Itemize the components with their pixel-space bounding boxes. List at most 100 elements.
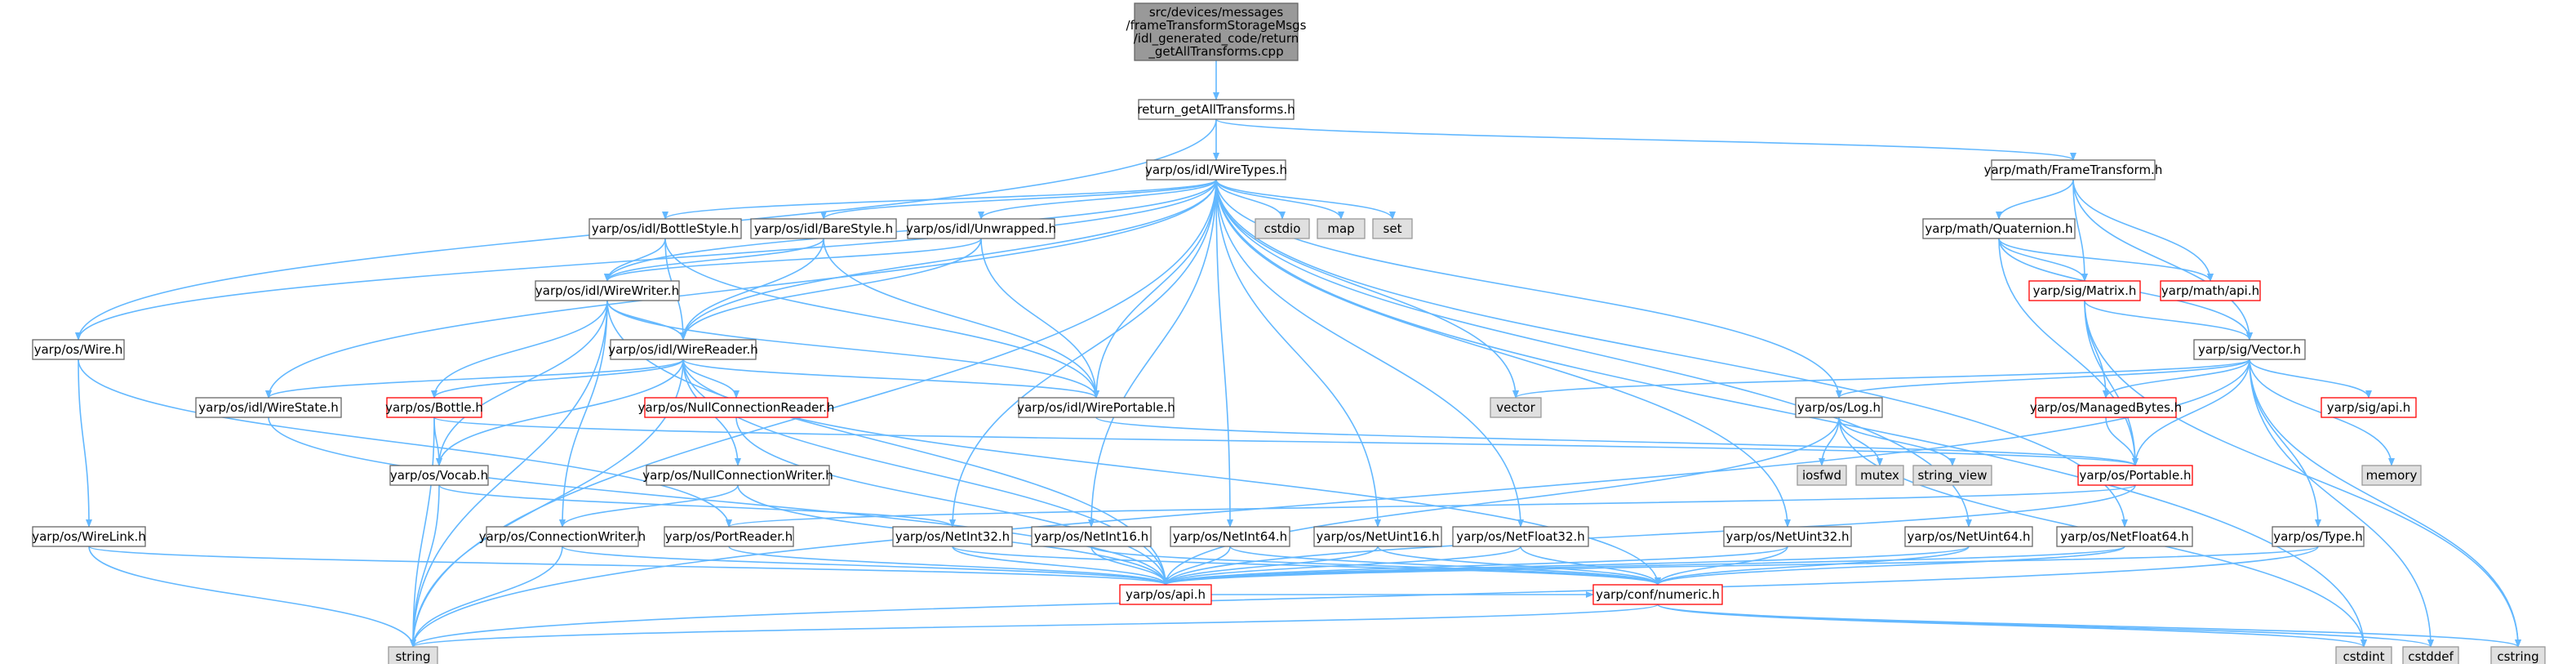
node-wirelink[interactable]: yarp/os/WireLink.h bbox=[32, 526, 146, 547]
node-box bbox=[2193, 339, 2306, 360]
node-box bbox=[1904, 526, 2033, 547]
node-wstate[interactable]: yarp/os/idl/WireState.h bbox=[195, 397, 342, 418]
edge-numeric-to-cstddef bbox=[1657, 604, 2434, 648]
node-label: set bbox=[1383, 221, 1402, 236]
node-managed[interactable]: yarp/os/ManagedBytes.h bbox=[2030, 397, 2182, 418]
node-connwriter[interactable]: yarp/os/ConnectionWriter.h bbox=[479, 526, 646, 547]
node-wwriter[interactable]: yarp/os/idl/WireWriter.h bbox=[535, 280, 680, 301]
edge-log-to-iosfwd bbox=[1819, 417, 1840, 466]
node-box bbox=[1592, 584, 1723, 605]
node-bottlestyle[interactable]: yarp/os/idl/BottleStyle.h bbox=[588, 218, 742, 239]
edge-wreader-to-ncreader bbox=[682, 359, 739, 399]
node-string: string bbox=[388, 646, 438, 664]
edge-managed-to-portable bbox=[2105, 417, 2139, 466]
edge-vocab-to-string bbox=[410, 484, 440, 648]
node-label: yarp/math/api.h bbox=[2161, 283, 2259, 298]
node-vocab[interactable]: yarp/os/Vocab.h bbox=[389, 465, 489, 486]
node-quat[interactable]: yarp/math/Quaternion.h bbox=[1922, 218, 2076, 239]
edge-matrix-to-portable bbox=[2084, 300, 2139, 466]
node-netfloat32[interactable]: yarp/os/NetFloat32.h bbox=[1452, 526, 1589, 547]
node-string_view: string_view bbox=[1912, 465, 1992, 486]
node-matrix[interactable]: yarp/sig/Matrix.h bbox=[2028, 280, 2141, 301]
node-box bbox=[1119, 584, 1212, 605]
node-netuint32[interactable]: yarp/os/NetUint32.h bbox=[1723, 526, 1852, 547]
node-label: yarp/sig/Matrix.h bbox=[2033, 283, 2137, 298]
node-log[interactable]: yarp/os/Log.h bbox=[1795, 397, 1883, 418]
node-osapi[interactable]: yarp/os/api.h bbox=[1119, 584, 1212, 605]
node-label: yarp/sig/api.h bbox=[2327, 400, 2411, 415]
node-label: yarp/os/Type.h bbox=[2273, 529, 2363, 544]
node-wt[interactable]: yarp/os/idl/WireTypes.h bbox=[1145, 159, 1287, 180]
node-label: yarp/math/FrameTransform.h bbox=[1984, 163, 2163, 177]
node-map: map bbox=[1317, 218, 1366, 239]
edge-vector-to-stdvector bbox=[1512, 359, 2250, 399]
node-wreader[interactable]: yarp/os/idl/WireReader.h bbox=[608, 339, 758, 360]
node-netuint64[interactable]: yarp/os/NetUint64.h bbox=[1904, 526, 2033, 547]
node-label: yarp/os/ConnectionWriter.h bbox=[479, 529, 646, 544]
node-wire[interactable]: yarp/os/Wire.h bbox=[32, 339, 125, 360]
node-label: yarp/os/Log.h bbox=[1797, 400, 1881, 415]
node-mathapi[interactable]: yarp/math/api.h bbox=[2160, 280, 2261, 301]
edge-netint64-to-numeric bbox=[1229, 546, 1661, 586]
edge-unwrapped-to-wreader bbox=[680, 238, 982, 341]
node-box bbox=[664, 526, 794, 547]
node-label: yarp/os/idl/Unwrapped.h bbox=[906, 221, 1056, 236]
node-label: yarp/os/NetInt32.h bbox=[895, 529, 1010, 544]
edge-unwrapped-to-wwriter bbox=[604, 238, 982, 282]
edge-wt-to-stdvector bbox=[1215, 179, 1519, 399]
node-vector[interactable]: yarp/sig/Vector.h bbox=[2193, 339, 2306, 360]
edge-netfloat64-to-numeric bbox=[1654, 546, 2125, 586]
node-ncwriter[interactable]: yarp/os/NullConnectionWriter.h bbox=[642, 465, 833, 486]
edge-log-to-osapi bbox=[1162, 417, 1840, 586]
node-label: yarp/os/NetInt64.h bbox=[1173, 529, 1287, 544]
node-box bbox=[610, 339, 757, 360]
node-portable[interactable]: yarp/os/Portable.h bbox=[2077, 465, 2193, 486]
edge-wt-to-wire bbox=[75, 179, 1217, 341]
node-numeric[interactable]: yarp/conf/numeric.h bbox=[1592, 584, 1723, 605]
node-box bbox=[1170, 526, 1290, 547]
edge-bottle-to-portable bbox=[433, 417, 2139, 466]
edge-wt-to-wreader bbox=[680, 179, 1217, 341]
node-label: yarp/conf/numeric.h bbox=[1596, 587, 1720, 602]
node-box bbox=[1146, 159, 1286, 180]
node-netint32[interactable]: yarp/os/NetInt32.h bbox=[892, 526, 1013, 547]
node-ncreader[interactable]: yarp/os/NullConnectionReader.h bbox=[638, 397, 835, 418]
node-box bbox=[2335, 646, 2392, 664]
node-box bbox=[2077, 465, 2193, 486]
node-type[interactable]: yarp/os/Type.h bbox=[2272, 526, 2365, 547]
node-ft[interactable]: yarp/math/FrameTransform.h bbox=[1984, 159, 2163, 180]
edge-vocab-to-netint32 bbox=[438, 484, 956, 528]
node-netint16[interactable]: yarp/os/NetInt16.h bbox=[1031, 526, 1152, 547]
node-sigapi[interactable]: yarp/sig/api.h bbox=[2321, 397, 2417, 418]
node-bottle[interactable]: yarp/os/Bottle.h bbox=[385, 397, 483, 418]
node-ret[interactable]: return_getAllTransforms.h bbox=[1137, 99, 1295, 120]
edge-matrix-to-managed bbox=[2084, 300, 2109, 399]
edge-bottlestyle-to-wportable bbox=[664, 238, 1099, 399]
node-wportable[interactable]: yarp/os/idl/WirePortable.h bbox=[1017, 397, 1175, 418]
node-box bbox=[2402, 646, 2459, 664]
node-box bbox=[907, 218, 1055, 239]
edge-type-to-osapi bbox=[1162, 546, 2319, 586]
node-label: yarp/os/idl/BottleStyle.h bbox=[592, 221, 739, 236]
edge-wt-to-map bbox=[1215, 179, 1344, 220]
node-label-line: _getAllTransforms.cpp bbox=[1148, 44, 1283, 60]
node-box bbox=[1991, 159, 2156, 180]
node-root[interactable]: src/devices/messages/frameTransformStora… bbox=[1126, 2, 1307, 61]
node-netuint16[interactable]: yarp/os/NetUint16.h bbox=[1313, 526, 1442, 547]
edge-ft-to-mathapi bbox=[2072, 179, 2214, 282]
edge-netuint32-to-osapi bbox=[1162, 546, 1788, 586]
node-box bbox=[1018, 397, 1175, 418]
node-unwrapped[interactable]: yarp/os/idl/Unwrapped.h bbox=[906, 218, 1056, 239]
edge-wirelink-to-string bbox=[88, 546, 416, 648]
node-netfloat64[interactable]: yarp/os/NetFloat64.h bbox=[2056, 526, 2193, 547]
node-portreader[interactable]: yarp/os/PortReader.h bbox=[664, 526, 794, 547]
node-box bbox=[644, 397, 828, 418]
edge-vector-to-type bbox=[2249, 359, 2321, 528]
edge-barestyle-to-wreader bbox=[680, 238, 824, 341]
node-box bbox=[1797, 465, 1847, 486]
node-barestyle[interactable]: yarp/os/idl/BareStyle.h bbox=[750, 218, 897, 239]
node-memory: memory bbox=[2361, 465, 2422, 486]
node-netint64[interactable]: yarp/os/NetInt64.h bbox=[1170, 526, 1290, 547]
node-label: yarp/os/idl/WireTypes.h bbox=[1145, 163, 1287, 177]
